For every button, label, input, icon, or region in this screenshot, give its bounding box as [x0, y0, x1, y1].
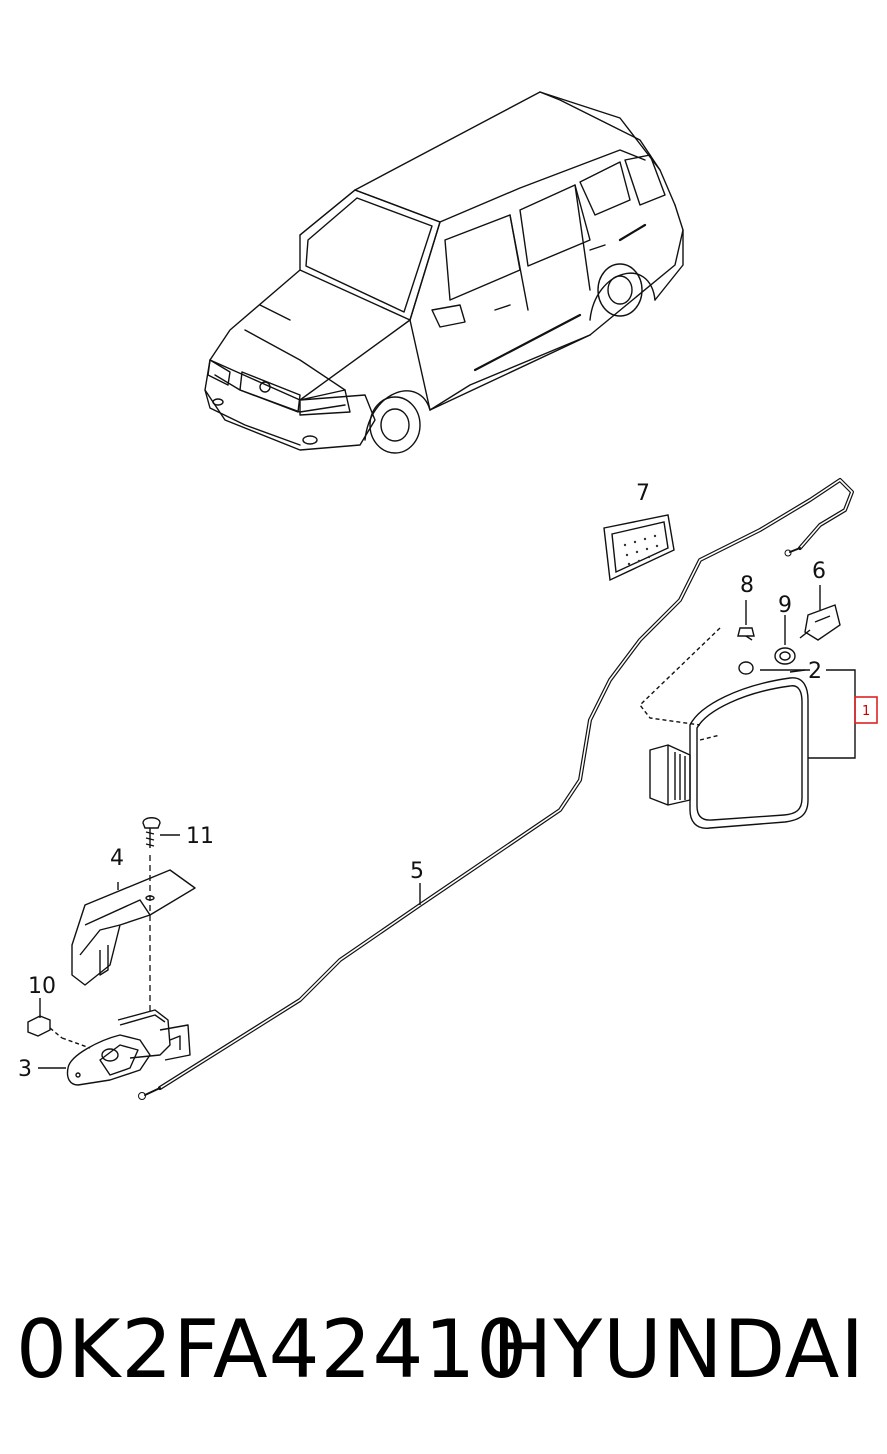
part-9-grommet — [774, 615, 796, 665]
callout-4: 4 — [110, 846, 124, 871]
part-6-actuator — [799, 585, 841, 641]
part-3-opener-lever — [66, 1009, 191, 1086]
footer: 0K2FA42410 HYUNDAI — [0, 1290, 887, 1410]
parts-diagram: 7 8 6 9 2 1 11 4 5 10 3 — [18, 91, 878, 1100]
callout-6: 6 — [812, 559, 826, 584]
part-7-plate — [603, 514, 675, 582]
callout-1-bracket — [808, 669, 878, 759]
callout-1: 1 — [862, 704, 870, 719]
callout-2: 2 — [808, 659, 822, 684]
brand-name: HYUNDAI — [492, 1303, 865, 1396]
minivan-illustration — [204, 91, 684, 454]
part-8-screw — [737, 600, 755, 641]
part-number: 0K2FA42410 — [16, 1303, 529, 1396]
callout-10: 10 — [28, 974, 56, 999]
part-5-cable — [138, 478, 854, 1100]
callout-7: 7 — [636, 481, 650, 506]
callout-9: 9 — [778, 593, 792, 618]
part-10-screw — [27, 998, 91, 1049]
callout-3: 3 — [18, 1057, 32, 1082]
part-4-handle — [71, 869, 196, 986]
part-2-fuel-door — [639, 627, 810, 829]
callout-5: 5 — [410, 859, 424, 884]
callout-8: 8 — [740, 573, 754, 598]
callout-11: 11 — [186, 824, 214, 849]
part-11-bolt — [142, 817, 180, 848]
